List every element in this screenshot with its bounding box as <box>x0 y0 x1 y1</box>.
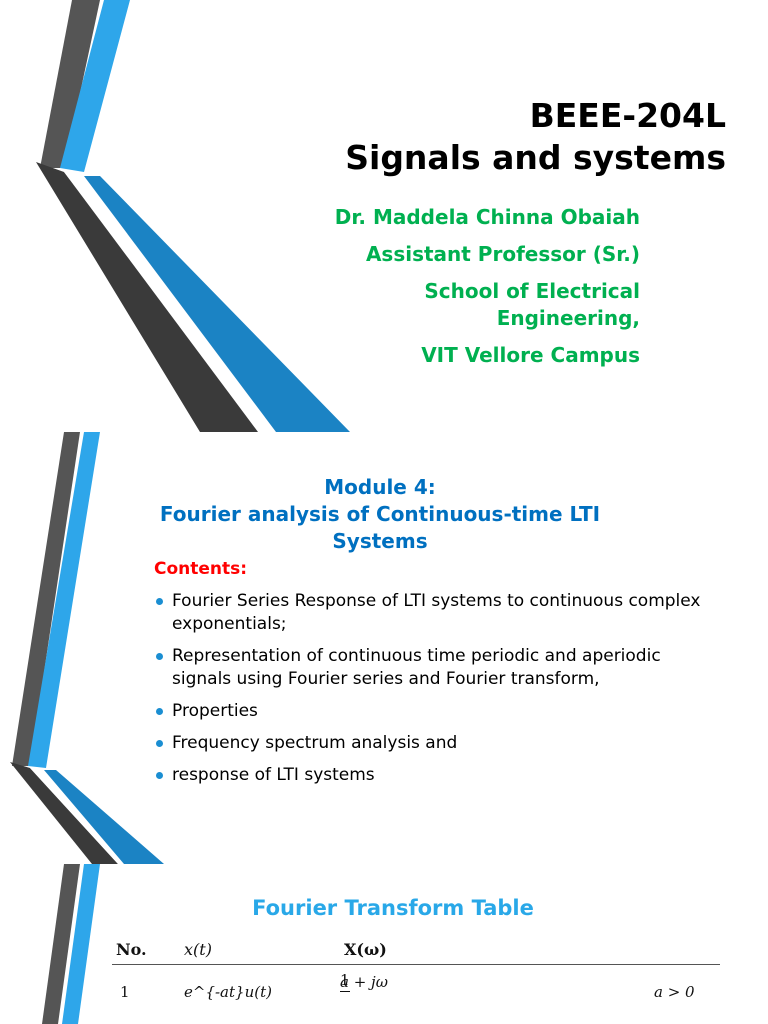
module-slide: Module 4: Fourier analysis of Continuous… <box>0 432 768 864</box>
course-code: BEEE-204L <box>529 96 726 135</box>
module-title: Module 4: Fourier analysis of Continuous… <box>110 474 650 555</box>
instructor-info: Dr. Maddela Chinna Obaiah Assistant Prof… <box>335 204 640 379</box>
list-item: Properties <box>154 700 714 723</box>
header-xw: X(ω) <box>344 940 387 959</box>
table-header-row: No. x(t) X(ω) <box>112 936 720 965</box>
campus-name: VIT Vellore Campus <box>421 343 640 367</box>
instructor-designation: Assistant Professor (Sr.) <box>365 242 640 266</box>
school-line-2: Engineering, <box>496 306 640 330</box>
row-condition: a > 0 <box>654 983 695 1001</box>
contents-list: Fourier Series Response of LTI systems t… <box>154 590 714 796</box>
row-xt: e^{-at}u(t) <box>184 983 272 1001</box>
list-item: Representation of continuous time period… <box>154 645 714 691</box>
school-line-1: School of Electrical <box>424 279 640 303</box>
header-no: No. <box>116 940 147 959</box>
fourier-table-slide: Fourier Transform Table No. x(t) X(ω) 1 … <box>0 864 768 1024</box>
module-name-line-2: Systems <box>332 529 428 553</box>
module-number: Module 4: <box>324 475 436 499</box>
list-item: response of LTI systems <box>154 764 714 787</box>
slide-title: BEEE-204L Signals and systems <box>345 95 726 179</box>
row-xw-denominator: a + jω <box>340 973 388 991</box>
contents-label: Contents: <box>154 559 248 579</box>
course-name: Signals and systems <box>345 138 726 177</box>
row-number: 1 <box>120 983 130 1001</box>
title-slide: BEEE-204L Signals and systems Dr. Maddel… <box>0 0 768 432</box>
slide-decoration <box>42 864 100 1024</box>
row-xw-numerator: 1 <box>340 971 350 992</box>
header-xt: x(t) <box>184 940 212 959</box>
list-item: Frequency spectrum analysis and <box>154 732 714 755</box>
table-title: Fourier Transform Table <box>252 896 534 920</box>
list-item: Fourier Series Response of LTI systems t… <box>154 590 714 636</box>
slide-decoration <box>36 0 350 432</box>
instructor-name: Dr. Maddela Chinna Obaiah <box>334 205 640 229</box>
fourier-transform-table: No. x(t) X(ω) 1 e^{-at}u(t) 1 a + jω a >… <box>112 936 720 1024</box>
slide-decoration <box>10 432 164 864</box>
table-row: 1 e^{-at}u(t) 1 a + jω a > 0 <box>112 965 720 1024</box>
module-name-line-1: Fourier analysis of Continuous-time LTI <box>159 502 601 526</box>
